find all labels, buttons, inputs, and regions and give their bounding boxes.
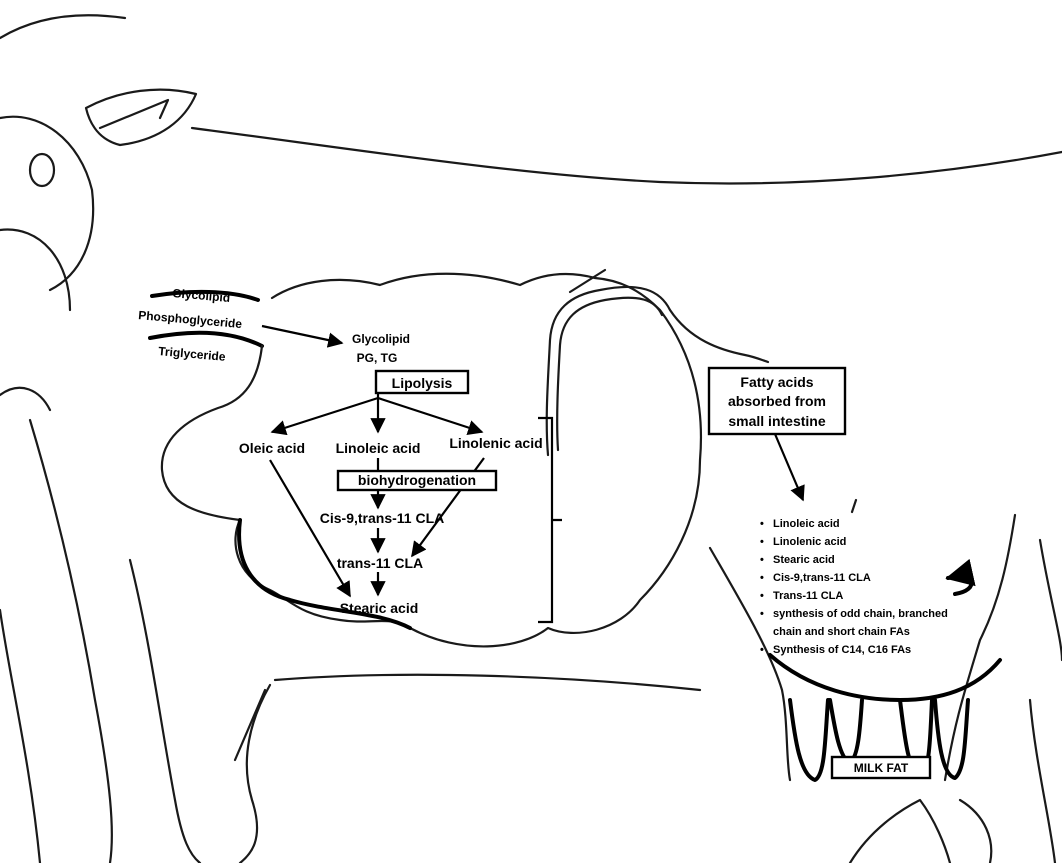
udder-base xyxy=(770,655,1000,700)
label-oleic: Oleic acid xyxy=(239,440,305,456)
udder-list-item: Linolenic acid xyxy=(773,536,846,548)
label-biohydrogenation: biohydrogenation xyxy=(358,472,476,488)
cow-back-leg-right-4 xyxy=(960,800,991,863)
teat-2 xyxy=(830,700,862,762)
cow-front-leg-2 xyxy=(130,560,200,863)
intestine-tail xyxy=(570,270,605,292)
udder-bullet: • xyxy=(760,644,764,656)
label-fa-line2: absorbed from xyxy=(728,393,826,409)
label-glycolipid-rumen: Glycolipid xyxy=(352,332,410,346)
cow-chest-line xyxy=(0,388,50,410)
udder-bullet: • xyxy=(760,590,764,602)
cow-back-leg-right-2 xyxy=(1030,700,1055,863)
cow-head-top xyxy=(0,15,125,38)
arrow-intake xyxy=(262,326,342,343)
label-fa-line1: Fatty acids xyxy=(740,374,813,390)
label-trans11: trans-11 CLA xyxy=(337,555,423,571)
teat-1 xyxy=(790,700,828,780)
label-fa-line3: small intestine xyxy=(728,413,825,429)
cow-ear-inner xyxy=(100,100,168,128)
udder-bullet: • xyxy=(760,608,764,620)
udder-bullet: • xyxy=(760,518,764,530)
udder-bullet: • xyxy=(760,554,764,566)
cow-hind-leg-2 xyxy=(235,690,265,760)
cow-back-leg-right xyxy=(1040,540,1062,660)
udder-right-side xyxy=(945,515,1015,780)
label-stearic: Stearic acid xyxy=(340,600,419,616)
udder-list-item: Synthesis of C14, C16 FAs xyxy=(773,644,911,656)
rumen-body xyxy=(162,274,701,647)
cow-front-leg-3 xyxy=(0,610,40,863)
udder-list-item: Trans-11 CLA xyxy=(773,590,843,602)
cow-front-leg-1 xyxy=(30,420,112,863)
label-linolenic: Linolenic acid xyxy=(449,435,542,451)
recycle-arrow xyxy=(948,577,971,594)
udder-mark xyxy=(852,500,856,512)
udder-list-item: Cis-9,trans-11 CLA xyxy=(773,572,871,584)
label-linoleic: Linoleic acid xyxy=(336,440,421,456)
label-glycolipid-in: Glycolipid xyxy=(172,286,231,305)
udder-bullet: • xyxy=(760,536,764,548)
label-milk-fat: MILK FAT xyxy=(854,761,909,775)
udder-list-item: Linoleic acid xyxy=(773,518,840,530)
label-phosphoglyceride-in: Phosphoglyceride xyxy=(138,308,243,331)
label-pg-tg: PG, TG xyxy=(357,351,398,365)
udder-fatty-acid-list: • Linoleic acid • Linolenic acid • Stear… xyxy=(760,518,948,656)
teat-4 xyxy=(935,700,968,778)
arrow-to-oleic xyxy=(272,398,378,432)
udder-list-item: synthesis of odd chain, branched xyxy=(773,608,948,620)
label-cis9: Cis-9,trans-11 CLA xyxy=(320,510,444,526)
cow-back-leg-right-3 xyxy=(850,800,950,863)
cow-eye xyxy=(30,154,54,186)
cow-face-line xyxy=(0,117,93,290)
udder-bullet: • xyxy=(760,572,764,584)
udder-list-item: Stearic acid xyxy=(773,554,835,566)
label-lipolysis: Lipolysis xyxy=(392,375,453,391)
label-triglyceride-in: Triglyceride xyxy=(158,344,227,364)
cow-ear xyxy=(86,90,196,145)
cow-back-line xyxy=(192,128,1062,183)
intestine-loop-inner xyxy=(557,298,662,450)
cow-belly-line xyxy=(275,675,700,690)
arrow-fa-to-udder xyxy=(775,434,803,500)
diagram-labels: Glycolipid Phosphoglyceride Triglyceride… xyxy=(138,286,909,775)
arrow-to-linolenic xyxy=(378,398,482,432)
udder-list-item: chain and short chain FAs xyxy=(773,626,910,638)
udder-outline xyxy=(710,500,1015,780)
cow-neck-line xyxy=(0,230,70,310)
rumen-outline xyxy=(150,270,768,646)
